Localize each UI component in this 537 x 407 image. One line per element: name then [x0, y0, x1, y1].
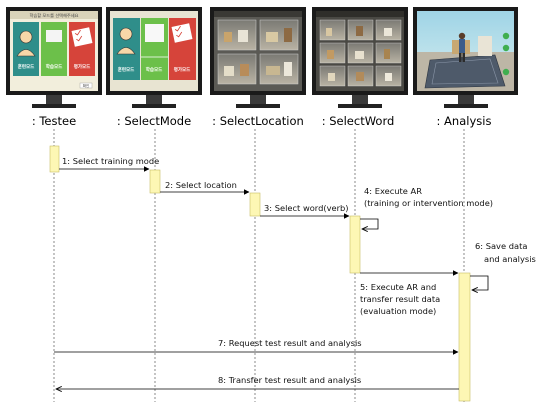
mode-evaluation-label: 평가모드 — [74, 63, 91, 70]
monitor-neck — [250, 95, 266, 104]
activation-testee — [49, 145, 60, 173]
message-8-label: 8: Transfer test result and analysis — [218, 375, 361, 385]
monitor-neck — [46, 95, 62, 104]
person-body-icon — [16, 49, 36, 57]
checklist-icon — [71, 27, 93, 47]
message-5-label-line-3: (evaluation mode) — [360, 306, 436, 316]
ar-control-icon — [502, 68, 510, 76]
participant-selectmode: : SelectMode — [117, 114, 191, 128]
ar-cabinet — [478, 36, 492, 56]
confirm-button-label: 확인 — [83, 83, 89, 88]
screen-title-bar — [214, 11, 302, 17]
monitor-base — [32, 104, 76, 108]
message-5-label-line-1: 5: Execute AR and — [360, 282, 436, 292]
message-4-label-line-2: (training or intervention mode) — [364, 198, 493, 208]
whiteboard-icon — [145, 24, 164, 42]
person-icon — [119, 27, 133, 41]
message-6-arrow — [470, 275, 489, 290]
location-thumb-1 — [217, 19, 257, 51]
mode-learning-label: 학습모드 — [146, 66, 163, 73]
mode-training-label: 훈련모드 — [18, 63, 35, 70]
confirm-button — [79, 82, 93, 89]
avatar-body-icon — [459, 39, 465, 53]
location-thumb-3 — [217, 53, 257, 85]
monitor-testee: 학습할 모드를 선택해주세요 훈련모드 학습모드 평가모드 확인 — [6, 7, 102, 108]
message-7-label: 7: Request test result and analysis — [218, 338, 362, 348]
monitor-neck — [458, 95, 474, 104]
screen-title-bar — [316, 11, 404, 17]
activation-bars — [49, 145, 471, 402]
monitor-base — [338, 104, 382, 108]
screen-header-text: 학습할 모드를 선택해주세요 — [30, 12, 79, 19]
monitor-neck — [146, 95, 162, 104]
message-6-label-line-1: 6: Save data — [475, 241, 527, 251]
participant-analysis: : Analysis — [437, 114, 492, 128]
activation-selectmode — [149, 169, 161, 194]
mode-evaluation-label: 평가모드 — [174, 66, 191, 73]
location-thumb-2 — [259, 19, 299, 51]
ar-marker-mat — [424, 54, 506, 89]
monitor-base — [236, 104, 280, 108]
activation-selectlocation — [249, 192, 261, 217]
whiteboard-icon — [46, 30, 62, 42]
message-6-label-line-2: and analysis — [484, 254, 536, 264]
message-4-label-line-1: 4: Execute AR — [364, 186, 422, 196]
monitor-neck — [352, 95, 368, 104]
checklist-icon — [171, 23, 193, 43]
ar-control-icon — [502, 44, 510, 52]
monitor-base — [132, 104, 176, 108]
screen-header-bar — [10, 11, 98, 19]
word-thumb — [319, 19, 346, 41]
activation-selectword — [349, 215, 361, 274]
lifelines — [53, 129, 465, 402]
participant-testee: : Testee — [32, 114, 76, 128]
message-3-label: 3: Select word(verb) — [264, 203, 349, 213]
message-2-label: 2: Select location — [165, 180, 237, 190]
person-icon — [19, 30, 33, 44]
monitor-selectword — [312, 7, 408, 108]
avatar-head-icon — [458, 32, 466, 40]
monitor-selectlocation — [210, 7, 306, 108]
person-body-icon — [116, 47, 136, 55]
monitor-base — [444, 104, 488, 108]
mode-learning-label: 학습모드 — [46, 63, 63, 70]
message-5-label-line-2: transfer result data — [360, 294, 440, 304]
message-1-label: 1: Select training mode — [62, 156, 159, 166]
monitor-selectmode: 훈련모드 학습모드 평가모드 — [106, 7, 202, 108]
monitor-analysis — [413, 7, 518, 108]
activation-analysis — [458, 272, 471, 402]
ar-control-icon — [502, 32, 510, 40]
mode-training-label: 훈련모드 — [118, 66, 135, 73]
participant-selectlocation: : SelectLocation — [212, 114, 304, 128]
message-4-arrow — [360, 218, 379, 229]
participant-selectword: : SelectWord — [322, 114, 395, 128]
